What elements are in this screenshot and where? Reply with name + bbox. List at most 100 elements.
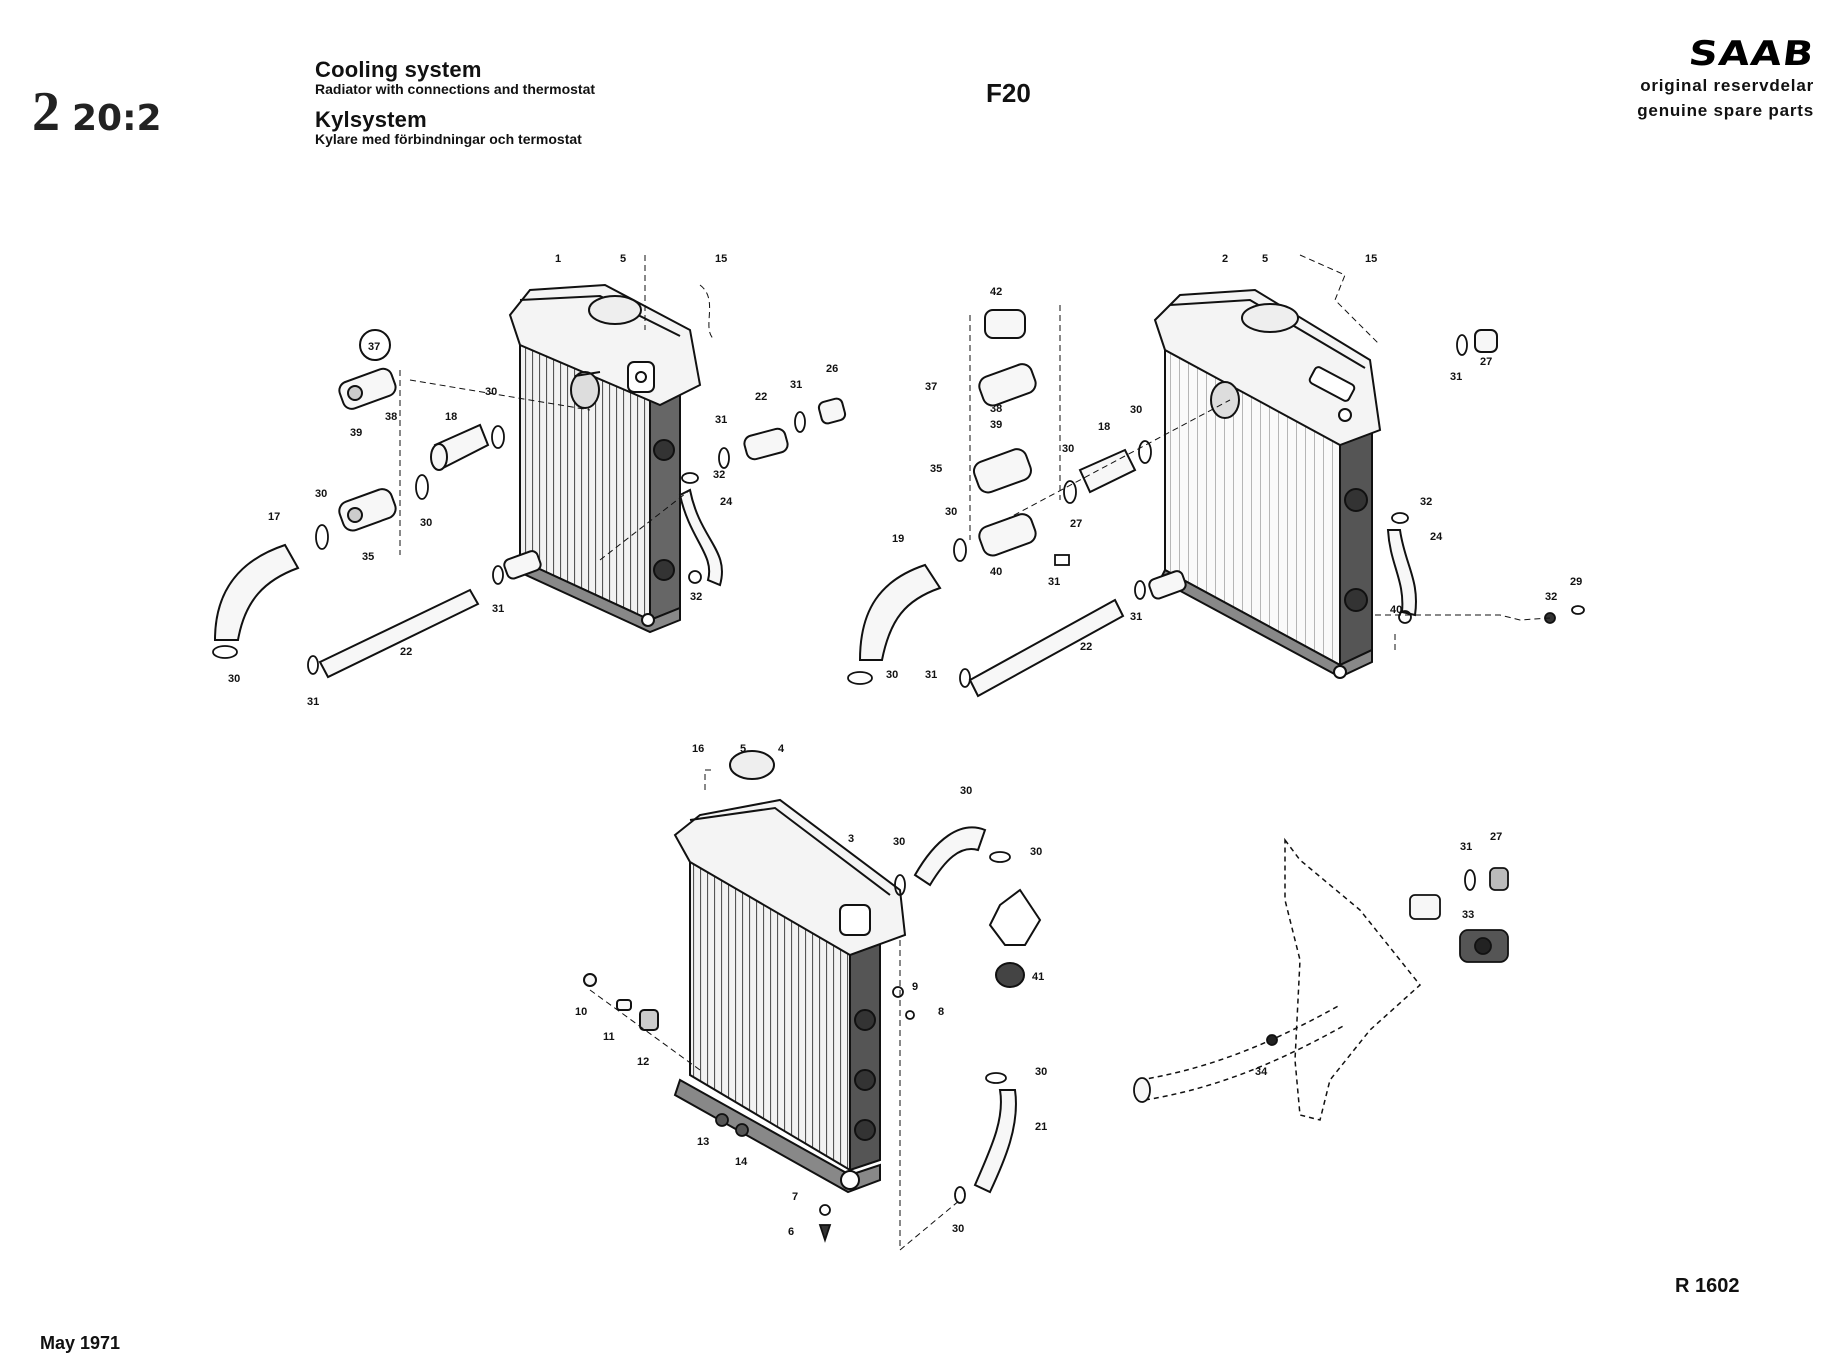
svg-text:3: 3 bbox=[848, 833, 854, 845]
svg-text:31: 31 bbox=[1130, 611, 1142, 623]
svg-text:30: 30 bbox=[960, 785, 972, 797]
svg-text:6: 6 bbox=[788, 1226, 794, 1238]
svg-text:27: 27 bbox=[1490, 831, 1502, 843]
svg-text:35: 35 bbox=[362, 551, 374, 563]
svg-text:27: 27 bbox=[1070, 518, 1082, 530]
svg-text:5: 5 bbox=[620, 253, 626, 265]
brand-block: SAAB original reservdelar genuine spare … bbox=[1637, 34, 1816, 123]
subtitle-en: Radiator with connections and thermostat bbox=[315, 81, 596, 98]
svg-text:22: 22 bbox=[755, 391, 767, 403]
svg-text:31: 31 bbox=[1048, 576, 1060, 588]
svg-text:30: 30 bbox=[1030, 846, 1042, 858]
svg-text:4: 4 bbox=[778, 743, 785, 755]
svg-text:38: 38 bbox=[990, 403, 1002, 415]
title-block: Cooling system Radiator with connections… bbox=[315, 57, 596, 157]
svg-text:32: 32 bbox=[713, 469, 725, 481]
svg-text:22: 22 bbox=[1080, 641, 1092, 653]
svg-text:13: 13 bbox=[697, 1136, 709, 1148]
svg-text:22: 22 bbox=[400, 646, 412, 658]
svg-text:18: 18 bbox=[445, 411, 457, 423]
svg-text:27: 27 bbox=[1480, 356, 1492, 368]
svg-text:2: 2 bbox=[1222, 253, 1228, 265]
brand-line-sv: original reservdelar bbox=[1640, 76, 1814, 95]
radiator-upper-right bbox=[1153, 288, 1382, 679]
svg-text:35: 35 bbox=[930, 463, 942, 475]
svg-text:40: 40 bbox=[1390, 604, 1402, 616]
subtitle-sv: Kylare med förbindningar och termostat bbox=[315, 130, 582, 147]
svg-text:29: 29 bbox=[1570, 576, 1582, 588]
svg-text:17: 17 bbox=[268, 511, 280, 523]
svg-text:30: 30 bbox=[1130, 404, 1142, 416]
svg-text:37: 37 bbox=[925, 381, 937, 393]
engine-plate-detail bbox=[1139, 837, 1422, 1121]
svg-text:30: 30 bbox=[893, 836, 905, 848]
svg-text:21: 21 bbox=[1035, 1121, 1047, 1133]
radiator-lower bbox=[673, 750, 907, 1194]
svg-text:30: 30 bbox=[1035, 1066, 1047, 1078]
svg-text:9: 9 bbox=[912, 981, 918, 993]
hoses-lower bbox=[583, 826, 1042, 1194]
hoses-upper-right bbox=[858, 309, 1498, 698]
svg-text:33: 33 bbox=[1462, 909, 1474, 921]
svg-text:30: 30 bbox=[945, 506, 957, 518]
svg-text:31: 31 bbox=[307, 696, 319, 708]
svg-text:31: 31 bbox=[492, 603, 504, 615]
svg-text:31: 31 bbox=[715, 414, 727, 426]
svg-text:1: 1 bbox=[555, 253, 561, 265]
clamps-upper-left bbox=[212, 411, 806, 675]
svg-text:26: 26 bbox=[826, 363, 838, 375]
callout-labels: 1 5 15 37 38 39 18 30 30 17 35 30 31 22 … bbox=[228, 253, 1582, 1238]
svg-text:31: 31 bbox=[790, 379, 802, 391]
svg-text:30: 30 bbox=[420, 517, 432, 529]
model-code: F20 bbox=[986, 78, 1031, 108]
plate-parts bbox=[1133, 867, 1509, 1103]
svg-text:32: 32 bbox=[1420, 496, 1432, 508]
leader-lines-lower bbox=[589, 769, 961, 1251]
svg-text:11: 11 bbox=[603, 1031, 615, 1043]
brand-line-en: genuine spare parts bbox=[1637, 100, 1814, 120]
svg-text:31: 31 bbox=[1450, 371, 1462, 383]
leader-lines-upper-left bbox=[399, 255, 716, 561]
radiator-upper-left bbox=[508, 283, 702, 634]
svg-text:15: 15 bbox=[1365, 253, 1377, 265]
svg-text:5: 5 bbox=[740, 743, 746, 755]
svg-text:10: 10 bbox=[575, 1006, 587, 1018]
svg-text:30: 30 bbox=[952, 1223, 964, 1235]
svg-text:24: 24 bbox=[1430, 531, 1443, 543]
svg-text:30: 30 bbox=[315, 488, 327, 500]
svg-text:30: 30 bbox=[228, 673, 240, 685]
svg-text:7: 7 bbox=[792, 1191, 798, 1203]
svg-text:12: 12 bbox=[637, 1056, 649, 1068]
section-code: 20:2 bbox=[72, 98, 162, 139]
svg-text:31: 31 bbox=[925, 669, 937, 681]
publication-date: May 1971 bbox=[40, 1333, 121, 1353]
svg-text:34: 34 bbox=[1255, 1066, 1268, 1078]
svg-text:32: 32 bbox=[1545, 591, 1557, 603]
title-en: Cooling system bbox=[315, 57, 482, 82]
clamps-lower bbox=[715, 851, 1011, 1243]
svg-text:8: 8 bbox=[938, 1006, 944, 1018]
svg-text:37: 37 bbox=[368, 341, 380, 353]
svg-text:38: 38 bbox=[385, 411, 397, 423]
svg-text:40: 40 bbox=[990, 566, 1002, 578]
svg-text:5: 5 bbox=[1262, 253, 1268, 265]
svg-text:19: 19 bbox=[892, 533, 904, 545]
svg-text:16: 16 bbox=[692, 743, 704, 755]
svg-text:30: 30 bbox=[886, 669, 898, 681]
svg-text:15: 15 bbox=[715, 253, 727, 265]
leader-lines-upper-right bbox=[969, 254, 1551, 650]
section-major: 2 bbox=[32, 81, 60, 143]
svg-text:18: 18 bbox=[1098, 421, 1110, 433]
svg-text:42: 42 bbox=[990, 286, 1002, 298]
svg-text:30: 30 bbox=[485, 386, 497, 398]
section-number: 2 20:2 bbox=[32, 80, 162, 144]
svg-text:31: 31 bbox=[1460, 841, 1472, 853]
svg-text:32: 32 bbox=[690, 591, 702, 603]
svg-text:14: 14 bbox=[735, 1156, 748, 1168]
svg-text:39: 39 bbox=[990, 419, 1002, 431]
title-sv: Kylsystem bbox=[315, 106, 427, 132]
svg-text:41: 41 bbox=[1032, 971, 1044, 983]
svg-text:24: 24 bbox=[720, 496, 733, 508]
svg-text:39: 39 bbox=[350, 427, 362, 439]
